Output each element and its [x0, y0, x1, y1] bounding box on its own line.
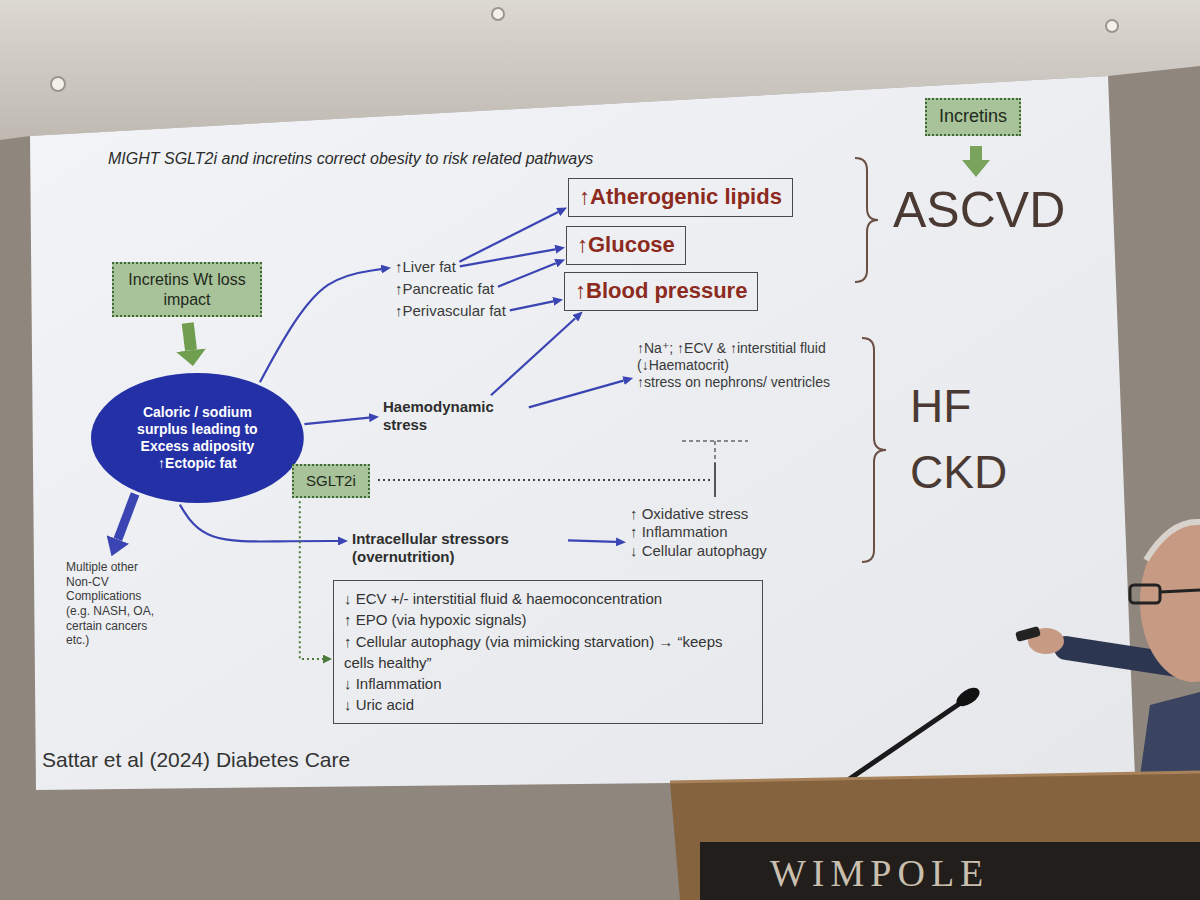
podium [670, 772, 1200, 900]
node-text: ↓ ECV +/- interstitial fluid & haemoconc… [344, 588, 752, 609]
node-text: Caloric / sodium surplus leading to Exce… [127, 404, 267, 472]
node-text: SGLT2i [306, 472, 356, 490]
speaker-hair [1146, 522, 1200, 560]
speaker-glasses [1130, 585, 1160, 603]
node-text: ↑ Oxidative stress [630, 505, 767, 523]
node-text: Multiple other Non-CV Complications (e.g… [66, 560, 164, 648]
slide-title: MIGHT SGLT2i and incretins correct obesi… [108, 150, 593, 168]
flow-arrow [460, 249, 555, 266]
fat-depot-text: ↑Liver fat [395, 258, 456, 276]
effect-text: ↑Na⁺; ↑ECV & ↑interstitial fluid (↓Haema… [637, 340, 852, 391]
citation-caption: Sattar et al (2024) Diabetes Care [42, 748, 350, 772]
complication-text: Multiple other Non-CV Complications (e.g… [66, 560, 164, 648]
node-text: ↑ Inflammation [630, 523, 767, 541]
node-text: ↑Na⁺; ↑ECV & ↑interstitial fluid (↓Haema… [637, 340, 852, 374]
inhibition-line [378, 479, 712, 481]
node-text: Incretins [939, 106, 1007, 128]
microphone-stem [845, 702, 962, 782]
drug-box: Incretins Wt loss impact [112, 262, 262, 317]
incretins-arrow [962, 146, 990, 177]
outcome-label: HF [910, 380, 971, 433]
node-text: ↑Perivascular fat [395, 302, 506, 320]
flow-arrow [510, 301, 553, 310]
podium-edge [670, 772, 1200, 782]
podium-lettering: WIMPOLE [770, 852, 989, 896]
node-text: ↑Atherogenic lipids [579, 184, 782, 211]
drug-effect-box: ↓ ECV +/- interstitial fluid & haemoconc… [333, 580, 763, 724]
outcome-label: ASCVD [893, 182, 1065, 240]
node-text: ↑Liver fat [395, 258, 456, 276]
flow-arrow [498, 263, 556, 287]
speaker-glasses [1160, 590, 1200, 592]
cause-ellipse: Caloric / sodium surplus leading to Exce… [90, 372, 305, 504]
flow-arrow [304, 418, 369, 424]
microphone-head [953, 684, 982, 710]
ellipse-text-holder: Caloric / sodium surplus leading to Exce… [127, 404, 267, 472]
risk-factor-box: ↑Atherogenic lipids [568, 178, 793, 217]
ceiling-light [51, 77, 65, 91]
curly-bracket [855, 158, 878, 282]
node-text: ↓ Cellular autophagy [630, 542, 767, 560]
flow-arrow [529, 381, 624, 408]
node-text: ↑ EPO (via hypoxic signals) [344, 609, 752, 630]
node-text: ↑stress on nephrons/ ventricles [637, 374, 852, 391]
fat-depot-text: ↑Perivascular fat [395, 302, 506, 320]
node-text: ↓ Inflammation [344, 673, 752, 694]
ellipse-shape [91, 373, 304, 503]
risk-factor-box: ↑Blood pressure [564, 272, 758, 311]
flow-arrow [459, 212, 558, 262]
node-text: Intracellular stressors (overnutrition) [352, 530, 562, 567]
outcome-label: CKD [910, 446, 1007, 499]
node-text: ↑Glucose [577, 232, 675, 259]
node-text: Incretins Wt loss impact [126, 270, 248, 309]
flow-arrow [118, 494, 135, 539]
inhibition-stem [714, 441, 716, 463]
node-text: Haemodynamic stress [383, 398, 523, 435]
inhibition-bar [714, 463, 716, 497]
node-text: ↓ Uric acid [344, 694, 752, 715]
effect-text: ↑ Oxidative stress↑ Inflammation↓ Cellul… [630, 505, 767, 560]
flow-arrow [568, 540, 616, 541]
clicker [1015, 626, 1041, 642]
flow-arrow [188, 323, 191, 350]
drug-box: Incretins [925, 98, 1021, 136]
node-text: ↑Blood pressure [575, 278, 747, 305]
ceiling-light [1106, 20, 1118, 32]
node-text: ↑Pancreatic fat [395, 280, 494, 298]
flow-arrow [491, 318, 575, 395]
mechanism-text: Haemodynamic stress [383, 398, 523, 435]
drug-box: SGLT2i [292, 464, 370, 498]
flow-arrow [260, 269, 381, 382]
ceiling-light [492, 8, 504, 20]
dotted-arrow [300, 501, 323, 659]
curly-bracket [862, 338, 886, 562]
risk-factor-box: ↑Glucose [566, 226, 686, 265]
mechanism-text: Intracellular stressors (overnutrition) [352, 530, 562, 567]
projected-slide [30, 76, 1135, 790]
node-text: ↑ Cellular autophagy (via mimicking star… [344, 631, 752, 674]
fat-depot-text: ↑Pancreatic fat [395, 280, 494, 298]
podium-plaque [700, 842, 1200, 900]
flow-arrow [180, 505, 338, 542]
